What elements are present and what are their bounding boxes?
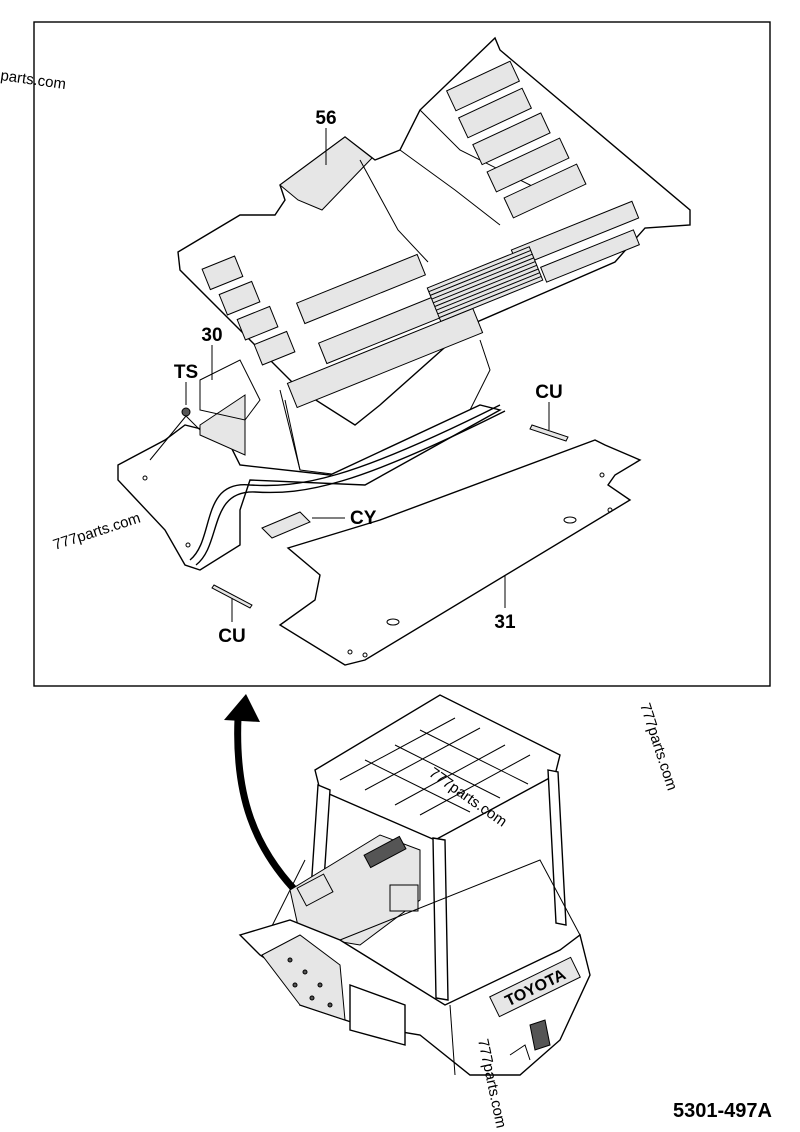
strip-cu-right (529, 424, 569, 442)
callout-31: 31 (494, 612, 516, 633)
callout-cu-right: CU (535, 382, 562, 403)
floor-sheet-31 (278, 439, 642, 666)
callout-30: 30 (201, 325, 222, 346)
callout-ts: TS (174, 362, 198, 383)
pad-cy (261, 511, 311, 539)
watermark-left: 777parts.com (51, 510, 143, 554)
diagram-code: 5301-497A (673, 1100, 772, 1122)
fastener-ts (181, 407, 191, 417)
floor-mat-56 (177, 36, 691, 476)
callout-56: 56 (315, 108, 336, 129)
callout-cy: CY (350, 508, 377, 529)
strip-cu-left (211, 584, 253, 609)
arrow-icon (224, 694, 313, 908)
detail-frame (33, 21, 771, 687)
forklift-cab: TOYOTA (238, 694, 591, 1076)
watermark-right: 777parts.com (636, 701, 680, 793)
callout-cu-left: CU (218, 626, 245, 647)
lower-mat-30 (117, 359, 506, 571)
